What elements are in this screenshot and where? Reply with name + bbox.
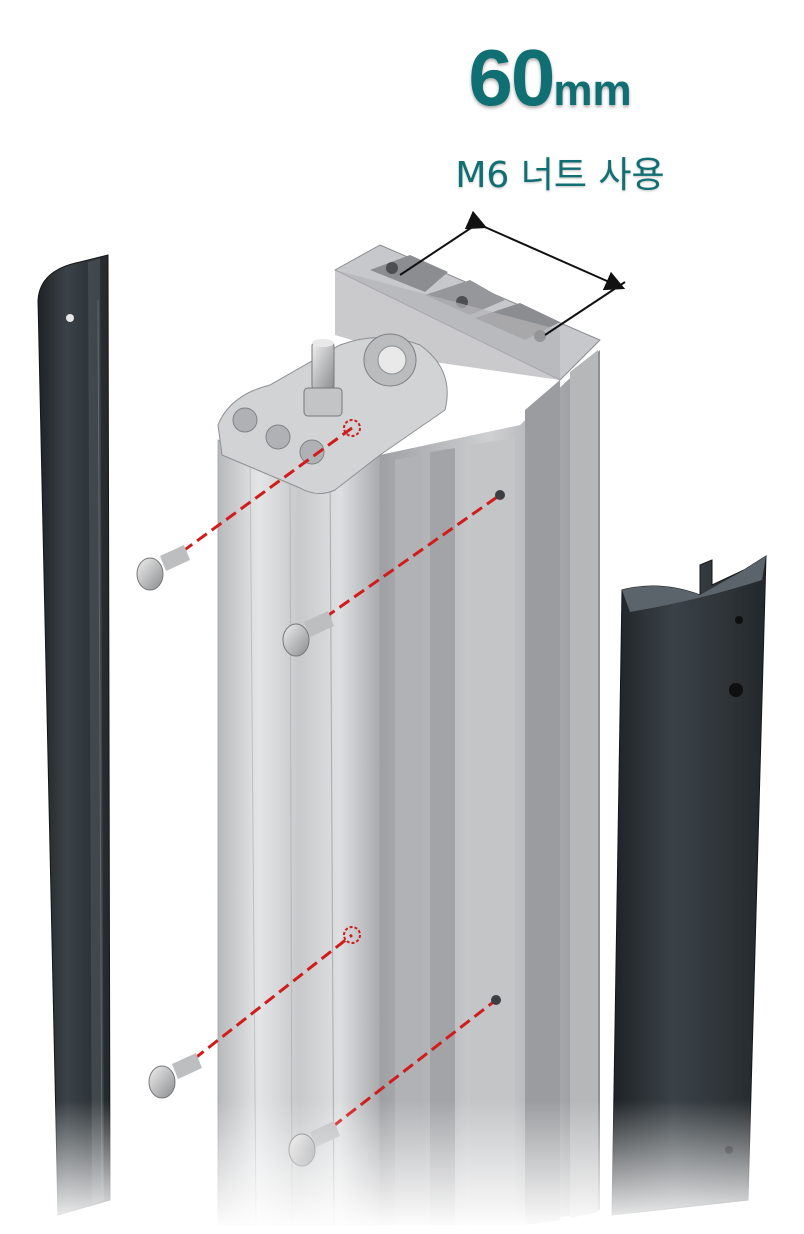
bottom-fade xyxy=(0,1100,804,1230)
left-cover-hole xyxy=(66,314,74,322)
profile-hole-2 xyxy=(491,995,501,1005)
bolt-2 xyxy=(282,611,334,657)
bolt-3 xyxy=(148,1053,202,1099)
target-mark-2 xyxy=(343,926,361,944)
target-mark-1 xyxy=(343,419,361,437)
dimension-indicator xyxy=(399,210,626,336)
dimension-extension-left xyxy=(399,221,481,276)
dimension-extension-right xyxy=(544,281,626,336)
guide-line-3 xyxy=(179,933,353,1072)
dimension-unit: mm xyxy=(553,66,632,115)
aluminum-profile xyxy=(217,244,601,1226)
dimension-heading: 60mm xyxy=(450,38,650,118)
dimension-subtitle: M6 너트 사용 xyxy=(455,155,665,196)
right-cover-hole-1 xyxy=(735,616,743,624)
dimension-arrow xyxy=(464,210,626,291)
guide-line-2 xyxy=(309,493,501,630)
profile-hole-1 xyxy=(495,490,505,500)
bolt-1 xyxy=(136,545,190,591)
dimension-value: 60 xyxy=(468,33,555,122)
right-cover-hole-2 xyxy=(729,683,743,697)
guide-line-1 xyxy=(167,426,353,564)
left-cover xyxy=(37,254,111,1216)
